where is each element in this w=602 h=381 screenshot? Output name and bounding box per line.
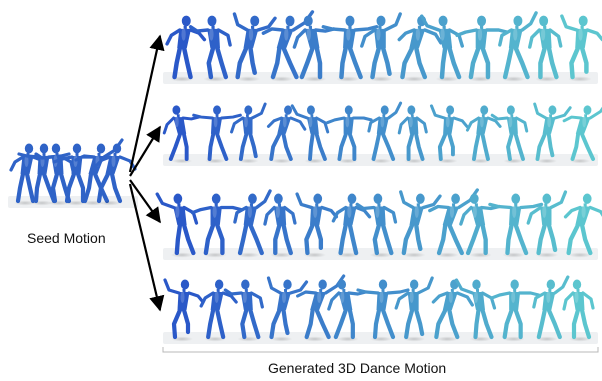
dancer-figure <box>562 279 595 342</box>
dancer-figure <box>296 274 346 342</box>
dancer-figure <box>429 104 469 164</box>
dancer-figure <box>399 190 442 258</box>
dancer-figure <box>397 105 428 164</box>
dancer-figure <box>331 193 372 258</box>
seed-figure <box>9 143 48 206</box>
arrow-to-row-1 <box>128 34 165 173</box>
branch-arrows <box>128 34 165 312</box>
sequence-row-1 <box>165 10 602 82</box>
dancer-figure <box>490 105 529 164</box>
dancer-figure <box>163 278 205 342</box>
sequence-row-3 <box>155 188 602 258</box>
dancer-figure <box>420 14 464 82</box>
seed-figure <box>94 143 137 206</box>
dancer-figure <box>199 279 238 342</box>
seed-figure <box>52 143 103 206</box>
dancer-figure <box>290 104 330 164</box>
dancer-figure <box>562 105 602 164</box>
dancer-figure <box>230 102 267 164</box>
dancer-figure <box>397 15 443 82</box>
dancer-figure <box>455 15 509 82</box>
dancer-figure <box>533 102 572 164</box>
dancer-figure <box>367 101 403 164</box>
dancer-figure <box>295 192 339 258</box>
dancer-figure <box>325 105 373 164</box>
dancer-figure <box>188 15 232 82</box>
dancer-figure <box>532 275 570 342</box>
dancer-figure <box>490 279 541 342</box>
dancer-figure <box>232 12 277 82</box>
dancer-figure <box>528 15 563 82</box>
dancer-figure <box>488 193 544 258</box>
dancer-figure <box>459 193 501 258</box>
generated-motion-label: Generated 3D Dance Motion <box>268 360 447 376</box>
dancer-figure <box>454 278 497 342</box>
dancer-figure <box>190 193 243 258</box>
sequence-row-4 <box>163 274 595 342</box>
dancer-figure <box>327 279 368 342</box>
dancer-figure <box>263 193 297 258</box>
sequence-row-2 <box>162 101 602 164</box>
dancer-figure <box>223 279 264 342</box>
dancer-figure <box>526 190 568 258</box>
arrow-to-row-3 <box>129 179 161 224</box>
dancer-figure <box>356 279 410 342</box>
dancer-figure <box>465 105 502 164</box>
dancer-figure <box>233 189 272 258</box>
dancer-figure <box>355 193 398 258</box>
dancer-figure <box>560 14 602 82</box>
dancer-figure <box>155 192 199 258</box>
dancer-figure <box>563 193 602 258</box>
arrow-to-row-2 <box>129 125 161 177</box>
generated-rows <box>155 10 602 342</box>
dancer-figure <box>162 105 201 164</box>
arrow-to-row-4 <box>128 183 165 312</box>
dancer-figure <box>394 276 434 342</box>
dancer-figure <box>360 12 402 82</box>
dancer-figure <box>192 105 242 164</box>
dancer-figure <box>498 11 538 82</box>
dancer-figure <box>266 276 309 342</box>
dancer-figure <box>321 15 379 82</box>
dancer-figure <box>428 188 479 258</box>
dancer-figure <box>266 105 307 164</box>
dancer-figure <box>292 15 336 82</box>
dancer-figure <box>165 15 207 82</box>
seed-motion-overlay <box>9 138 137 206</box>
seed-motion-label: Seed Motion <box>27 230 106 246</box>
output-bracket <box>162 347 599 353</box>
